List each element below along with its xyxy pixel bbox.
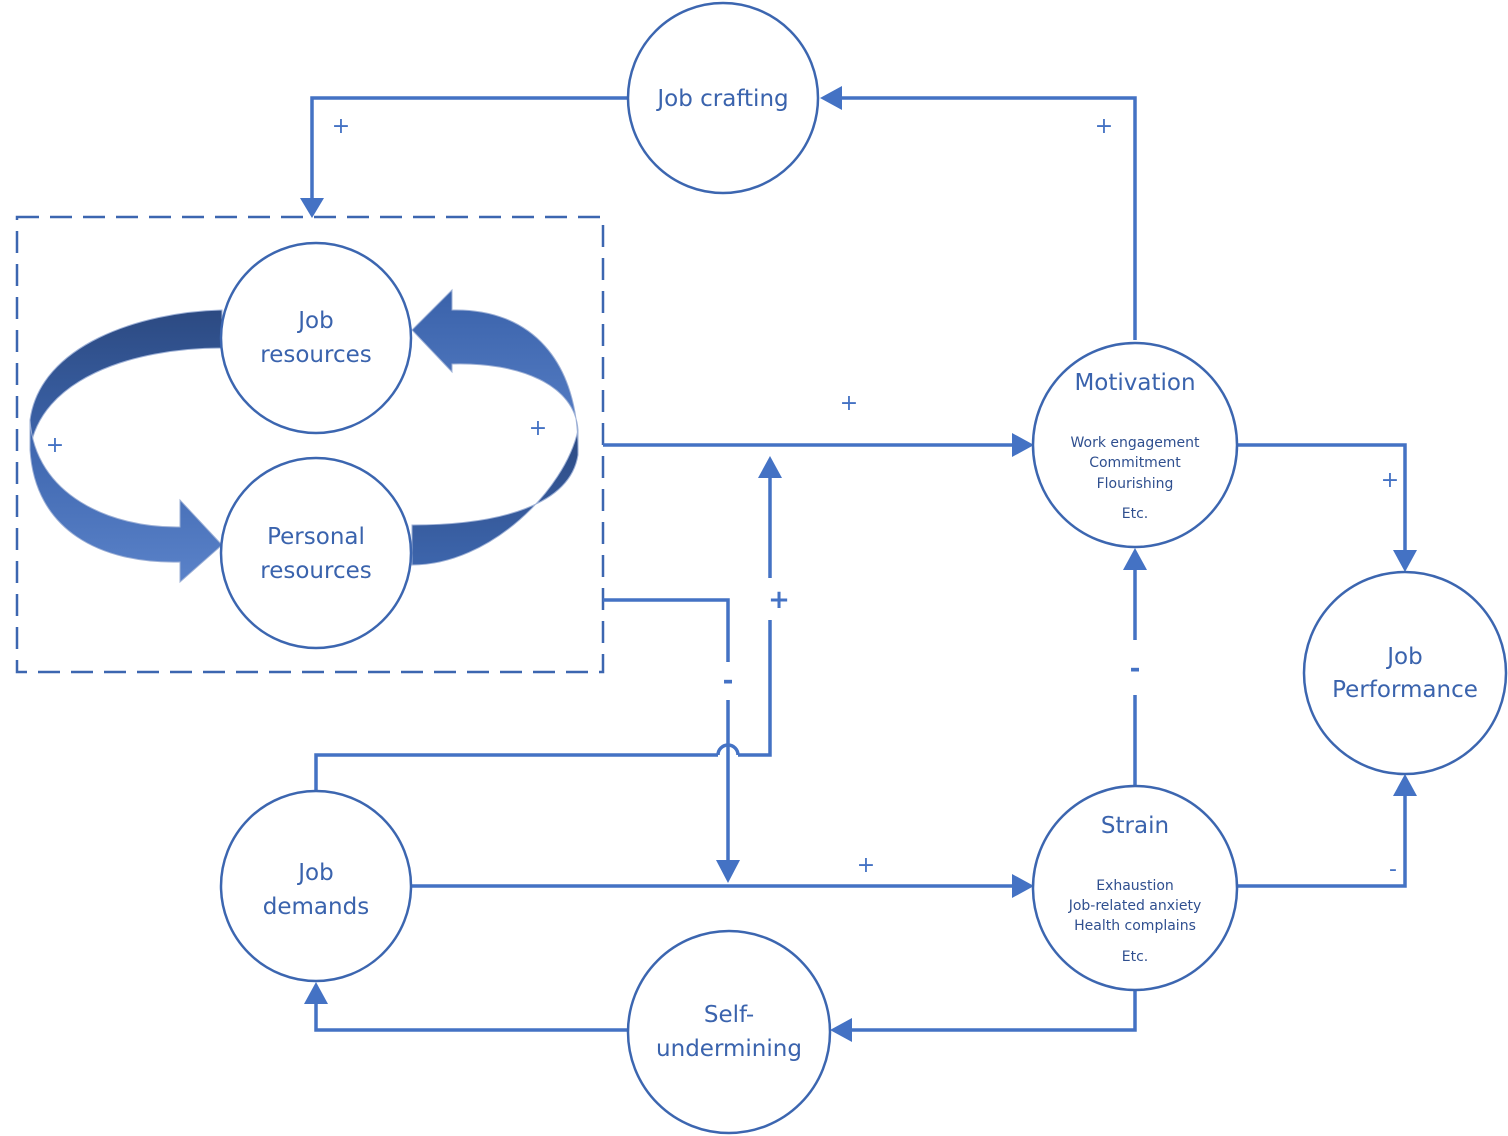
motivation-etc: Etc.: [1122, 506, 1148, 522]
crafting-to-resources-arrowhead: [300, 198, 324, 218]
demands-moderation-line-a: [314, 753, 718, 790]
node-self-undermining: Self- undermining: [626, 929, 832, 1135]
sign-cycle-left: +: [46, 433, 64, 458]
demands-moderation-line-b: [738, 620, 772, 757]
strain-to-undermining-arrowhead: [830, 1018, 852, 1042]
sign-cycle-right: +: [529, 416, 547, 441]
job-performance-label-line1: Job: [1385, 644, 1422, 670]
sign-motivation-to-crafting: +: [1095, 114, 1113, 139]
strain-etc: Etc.: [1122, 949, 1148, 965]
demands-to-strain-arrowhead: [1012, 874, 1034, 898]
connectors: [300, 86, 1417, 1042]
job-crafting-label: Job crafting: [655, 86, 788, 112]
sign-resources-moderation: -: [723, 666, 734, 696]
personal-resources-label-line2: resources: [260, 558, 371, 584]
node-job-crafting: Job crafting: [626, 1, 820, 195]
sign-motivation-to-performance: +: [1381, 468, 1399, 493]
node-job-performance: Job Performance: [1302, 570, 1508, 776]
job-resources-label-line1: Job: [296, 308, 333, 334]
motivation-to-crafting-line: [840, 96, 1137, 340]
undermining-to-demands-arrowhead: [304, 982, 328, 1004]
strain-item: Exhaustion: [1096, 878, 1174, 894]
motivation-title: Motivation: [1074, 370, 1195, 396]
cycle-arrow-left: [29, 309, 223, 584]
strain-to-performance-line: [1236, 795, 1407, 888]
motivation-item: Commitment: [1089, 455, 1181, 471]
motivation-item: Flourishing: [1097, 476, 1174, 492]
motivation-to-crafting-arrowhead: [820, 86, 842, 110]
self-undermining-label-line1: Self-: [704, 1002, 754, 1028]
sign-demands-moderation: +: [768, 585, 790, 615]
node-job-demands: Job demands: [219, 789, 413, 983]
node-job-resources: Job resources: [219, 241, 413, 435]
personal-resources-label-line1: Personal: [267, 524, 365, 550]
node-strain: Strain Exhaustion Job-related anxiety He…: [1031, 784, 1239, 992]
strain-to-undermining-line: [850, 985, 1137, 1032]
sign-strain-to-motivation: -: [1130, 654, 1141, 684]
strain-to-motivation-arrowhead: [1123, 548, 1147, 570]
sign-demands-to-strain: +: [857, 853, 875, 878]
signs: + + + + + + - + - + -: [46, 114, 1399, 882]
sign-resources-to-motivation: +: [840, 391, 858, 416]
motivation-to-performance-line: [1236, 443, 1407, 552]
node-motivation: Motivation Work engagement Commitment Fl…: [1031, 341, 1239, 549]
motivation-to-performance-arrowhead: [1393, 550, 1417, 572]
strain-item: Job-related anxiety: [1068, 898, 1202, 914]
sign-crafting-to-resources: +: [332, 114, 350, 139]
job-resources-label-line2: resources: [260, 342, 371, 368]
resources-moderation-arrowhead: [716, 860, 740, 883]
strain-item: Health complains: [1074, 918, 1196, 934]
resources-moderation-line-a: [603, 598, 730, 662]
job-demands-label-line1: Job: [296, 860, 333, 886]
node-personal-resources: Personal resources: [219, 456, 413, 650]
undermining-to-demands-line: [314, 1002, 628, 1032]
sign-strain-to-performance: -: [1389, 857, 1397, 882]
strain-to-performance-arrowhead: [1393, 774, 1417, 796]
demands-moderation-arrowhead: [758, 456, 782, 478]
resources-to-motivation-arrowhead: [1012, 433, 1034, 457]
job-demands-label-line2: demands: [263, 894, 369, 920]
job-performance-label-line2: Performance: [1332, 677, 1478, 703]
motivation-item: Work engagement: [1071, 435, 1200, 451]
cycle-arrow-right: [411, 288, 579, 566]
strain-title: Strain: [1101, 813, 1169, 839]
crafting-to-resources-line: [310, 96, 628, 200]
self-undermining-label-line2: undermining: [656, 1036, 802, 1062]
